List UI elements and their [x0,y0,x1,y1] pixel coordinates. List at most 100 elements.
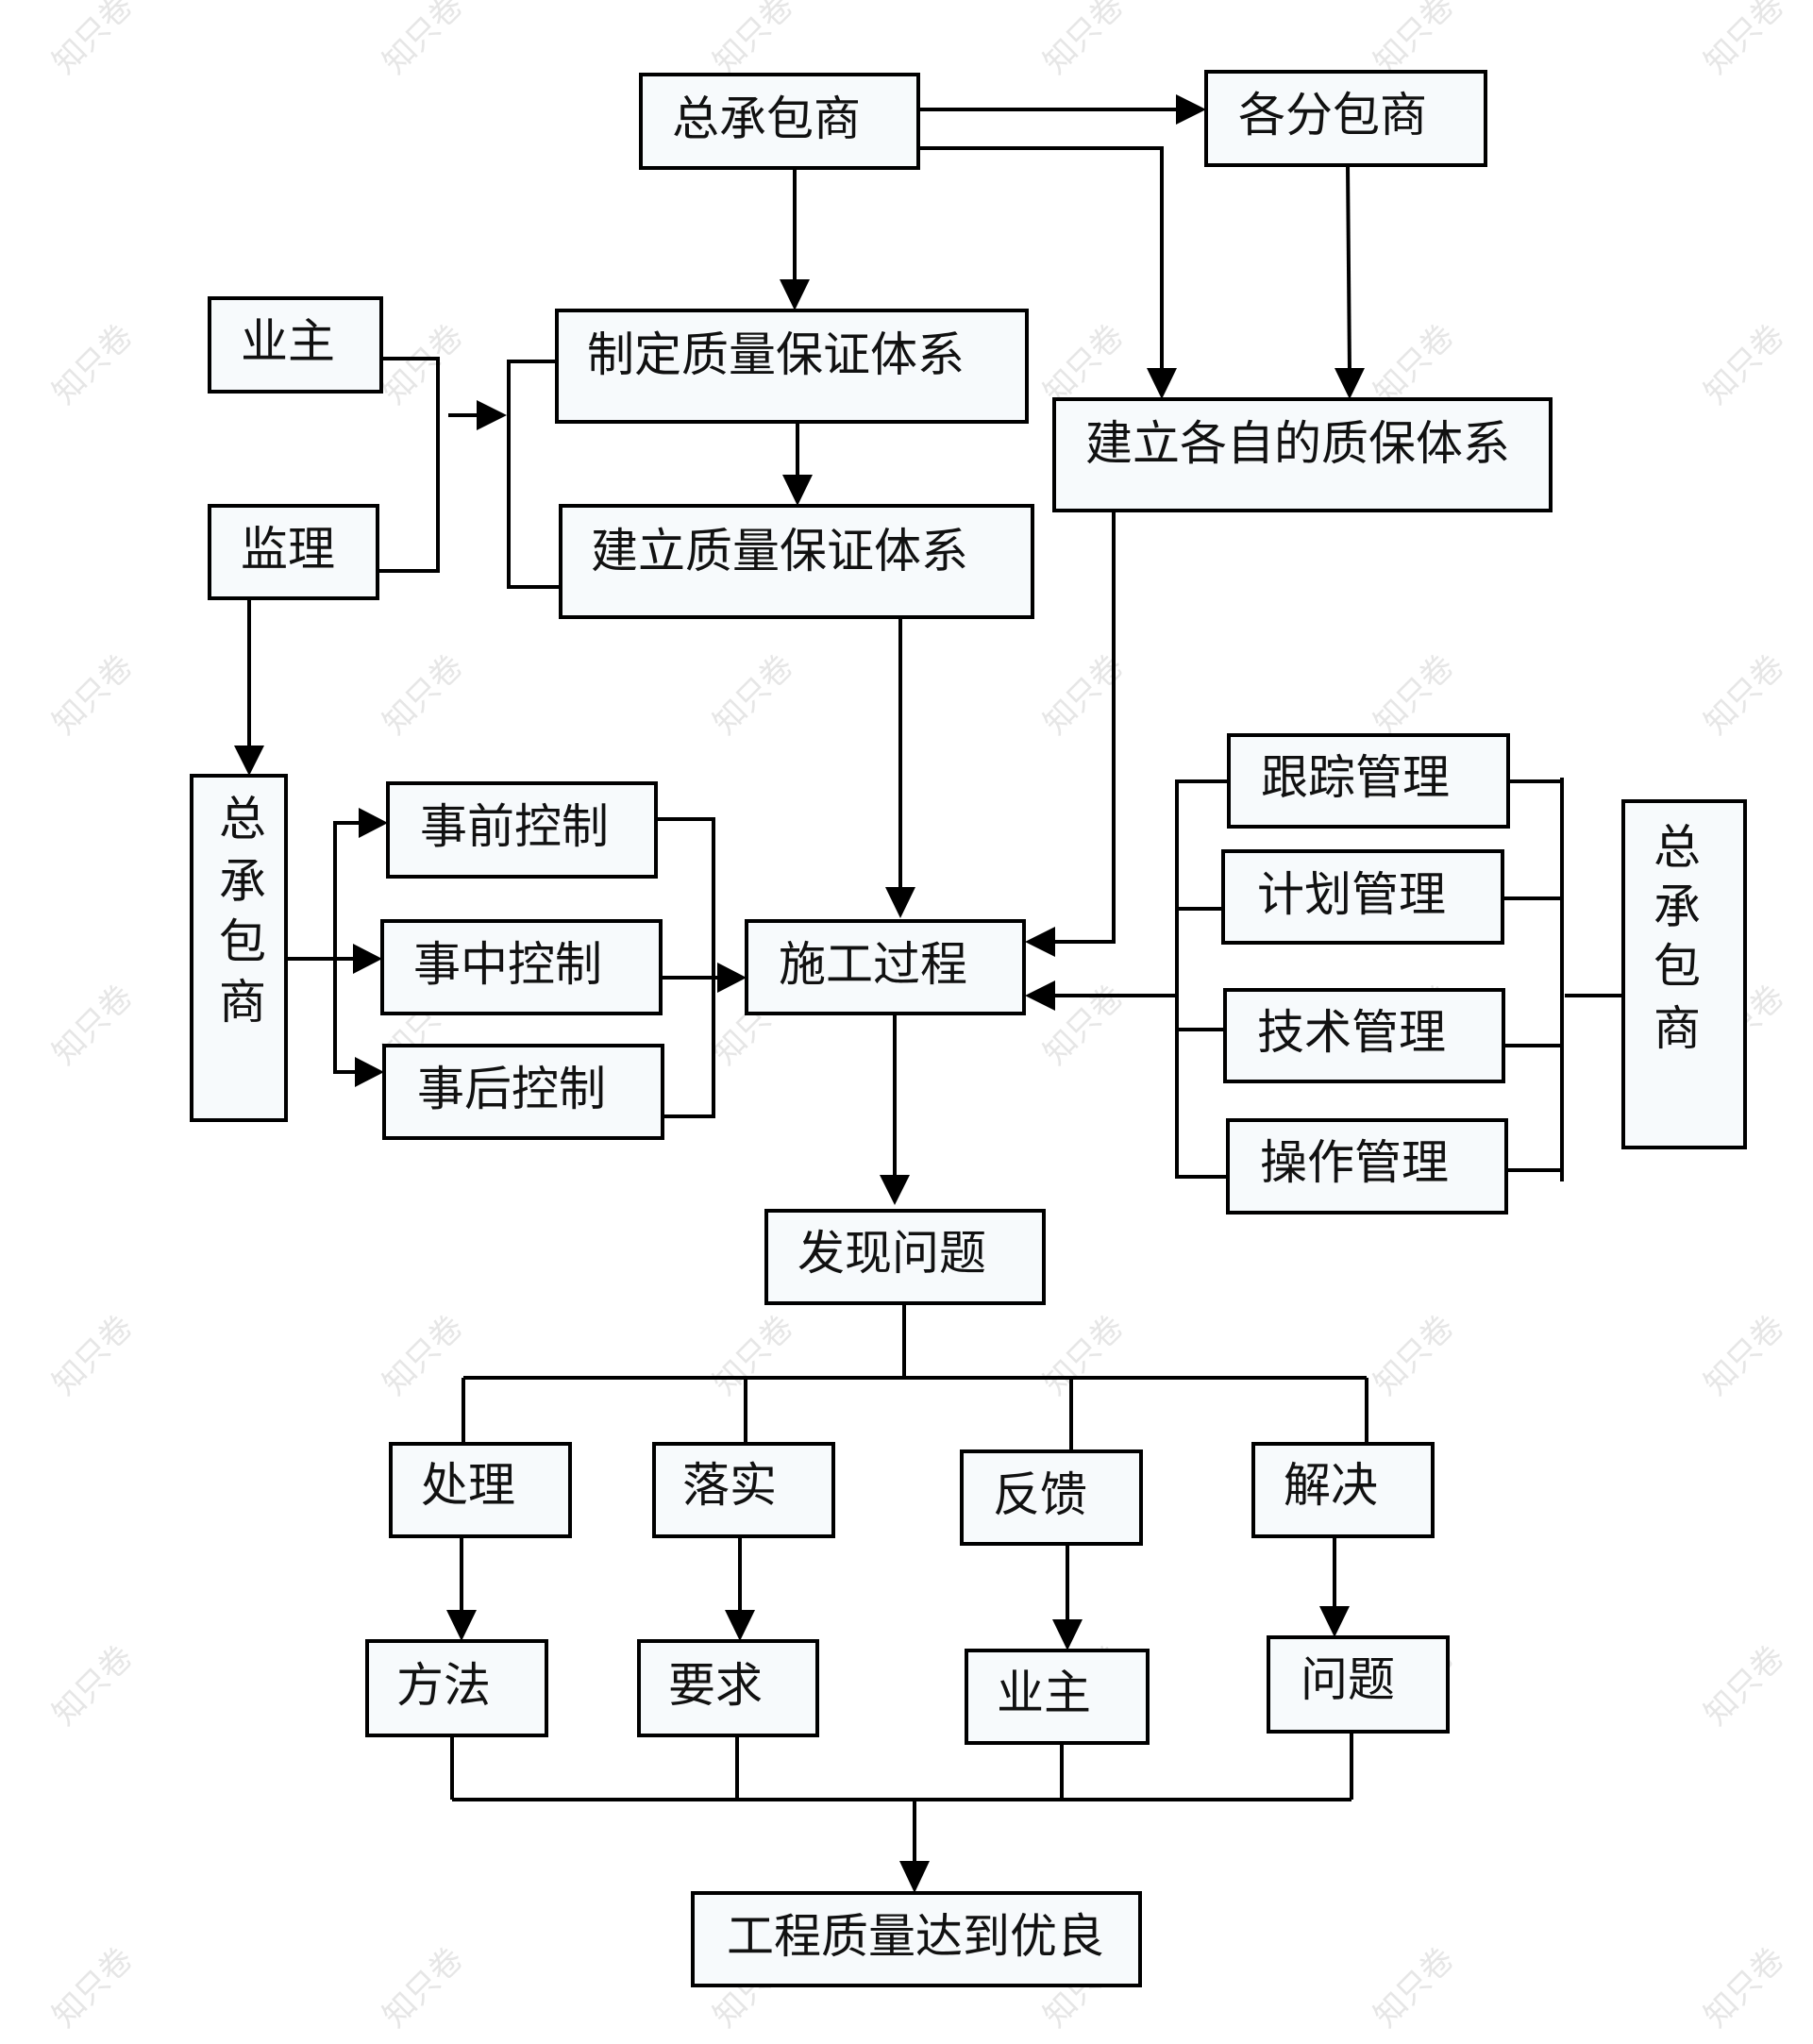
svg-text:技术管理: 技术管理 [1257,1005,1446,1060]
node-requirement: 要求 [637,1639,819,1737]
node-general-contractor-left: 总 承 包 商 [190,774,288,1122]
watermark-text: 知只卷 [45,647,140,742]
svg-text:总: 总 [219,792,266,846]
arrow-head [1335,368,1365,399]
watermark-text: 知只卷 [706,1308,800,1402]
node-pre-control: 事前控制 [386,781,658,879]
node-feedback: 反馈 [960,1449,1143,1546]
arrow-head [1147,368,1177,399]
watermark-text: 知只卷 [45,1308,140,1402]
node-find-problem: 发现问题 [764,1209,1046,1305]
svg-text:商: 商 [1654,1001,1701,1056]
svg-text:各分包商: 各分包商 [1238,88,1427,142]
edge-qa-bracket [507,360,561,589]
watermark-text: 知只卷 [376,0,470,81]
watermark-text: 知只卷 [376,1308,470,1402]
edge-controls-bus [333,821,363,1074]
node-mid-control: 事中控制 [380,919,663,1015]
watermark-text: 知只卷 [1697,317,1791,411]
arrow-head [782,475,813,506]
node-establish-own-qa: 建立各自的质保体系 [1052,397,1553,512]
node-establish-qa: 建立质量保证体系 [559,504,1034,619]
watermark-text: 知只卷 [1697,1940,1791,2035]
node-technical-mgmt: 技术管理 [1223,988,1505,1083]
watermark-text: 知只卷 [1036,647,1131,742]
edge-owner-supervisor-bracket [378,357,440,573]
arrow-head [780,279,810,310]
arrow-head [1176,94,1206,125]
node-problem: 问题 [1267,1635,1450,1734]
arrow-head [355,1057,384,1087]
svg-text:承: 承 [219,854,266,909]
node-formulate-qa: 制定质量保证体系 [555,309,1029,424]
node-general-contractor-top: 总承包商 [639,73,920,170]
arrow-head [446,1610,477,1641]
watermark-text: 知只卷 [1036,0,1131,81]
watermark-text: 知只卷 [1697,1638,1791,1733]
svg-text:事后控制: 事后控制 [417,1062,606,1116]
node-general-contractor-right: 总 承 包 商 [1621,799,1747,1149]
arrow-head [725,1610,755,1641]
svg-text:包: 包 [1654,939,1701,994]
watermark-text: 知只卷 [45,1940,140,2035]
arrow-head [717,963,747,993]
watermark-text: 知只卷 [1367,1308,1461,1402]
svg-text:包: 包 [219,914,266,969]
arrow-head [477,400,507,430]
svg-text:业主: 业主 [241,314,335,369]
watermark-text: 知只卷 [706,0,800,81]
watermark-text: 知只卷 [376,647,470,742]
watermark-text: 知只卷 [1697,647,1791,742]
svg-text:事中控制: 事中控制 [413,937,602,992]
svg-text:跟踪管理: 跟踪管理 [1261,750,1450,805]
watermark-text: 知只卷 [1367,0,1461,81]
watermark-text: 知只卷 [45,978,140,1072]
node-supervisor: 监理 [208,504,379,600]
svg-text:制定质量保证体系: 制定质量保证体系 [587,327,965,382]
svg-text:业主: 业主 [997,1666,1091,1720]
svg-text:方法: 方法 [396,1658,491,1713]
svg-text:计划管理: 计划管理 [1257,867,1446,922]
node-construction-process: 施工过程 [745,919,1026,1015]
arrow-head [899,1861,930,1893]
svg-text:解决: 解决 [1284,1458,1378,1513]
node-method: 方法 [365,1639,548,1737]
connectors [234,94,1623,1893]
svg-text:工程质量达到优良: 工程质量达到优良 [727,1909,1104,1964]
node-subcontractors: 各分包商 [1204,70,1487,167]
arrow-head [1025,980,1055,1011]
edge-sub-to-own-qa [1346,164,1351,374]
watermark-text: 知只卷 [376,1940,470,2035]
watermark-text: 知只卷 [1697,1308,1791,1402]
svg-text:建立各自的质保体系: 建立各自的质保体系 [1085,416,1510,471]
edge-own-qa-to-construction [1052,511,1116,944]
watermark-text: 知只卷 [45,317,140,411]
node-planning-mgmt: 计划管理 [1221,849,1504,945]
svg-text:施工过程: 施工过程 [779,937,967,992]
svg-text:问题: 问题 [1301,1652,1395,1707]
svg-text:要求: 要求 [668,1658,763,1713]
node-operation-mgmt: 操作管理 [1226,1118,1508,1215]
arrow-head [1025,927,1055,957]
svg-text:反馈: 反馈 [993,1467,1087,1522]
arrow-head [234,746,264,776]
node-resolve: 解决 [1251,1442,1435,1538]
arrow-head [885,887,915,918]
node-handle: 处理 [389,1442,572,1538]
arrow-head [359,808,388,838]
arrow-head [880,1175,910,1205]
svg-text:总承包商: 总承包商 [672,92,861,146]
watermark-text: 知只卷 [1367,1940,1461,2035]
arrow-head [1052,1619,1083,1650]
node-owner-2: 业主 [965,1649,1150,1745]
watermark-text: 知只卷 [376,317,470,411]
svg-text:建立质量保证体系: 建立质量保证体系 [591,524,968,578]
edge-mgmt-left-bus [1175,779,1229,1179]
node-tracking-mgmt: 跟踪管理 [1227,733,1510,829]
svg-text:发现问题: 发现问题 [797,1226,986,1281]
arrow-head [353,944,382,974]
edge-controls-right-bracket [656,817,715,1118]
node-quality-excellent: 工程质量达到优良 [691,1891,1142,1987]
watermark-text: 知只卷 [1036,1308,1131,1402]
